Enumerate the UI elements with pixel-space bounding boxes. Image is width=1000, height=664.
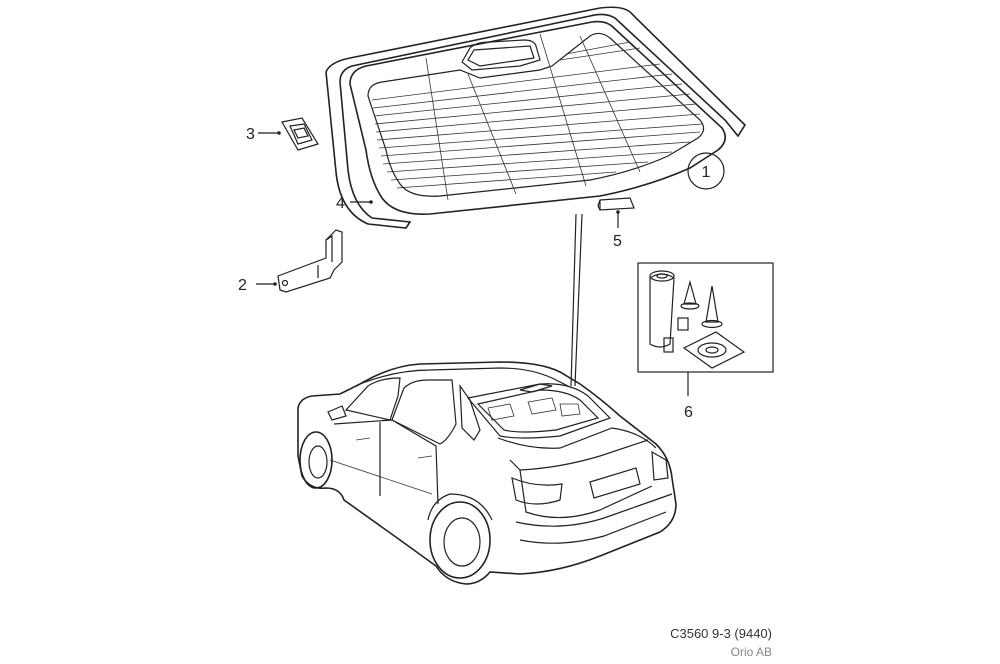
repair-kit-part-6: 6	[637, 262, 774, 421]
pad-part-5: 5	[597, 197, 635, 250]
location-pointer	[570, 213, 583, 387]
diagram-code: C3560 9-3 (9440)	[670, 626, 772, 641]
callout-1: 1	[687, 152, 725, 190]
callout-1-label: 1	[702, 164, 711, 181]
clip-part-3: 3	[246, 117, 319, 151]
bracket-part-2: 2	[238, 229, 343, 294]
callout-6-label: 6	[684, 404, 693, 421]
rear-window-glass	[325, 6, 747, 229]
seal-part-4: 4	[336, 195, 373, 212]
callout-5-label: 5	[613, 233, 622, 250]
company-name: Orio AB	[730, 645, 772, 659]
callout-4-label: 4	[336, 195, 345, 212]
car-illustration	[297, 361, 677, 585]
callout-3-label: 3	[246, 126, 255, 143]
callout-2-label: 2	[238, 277, 247, 294]
